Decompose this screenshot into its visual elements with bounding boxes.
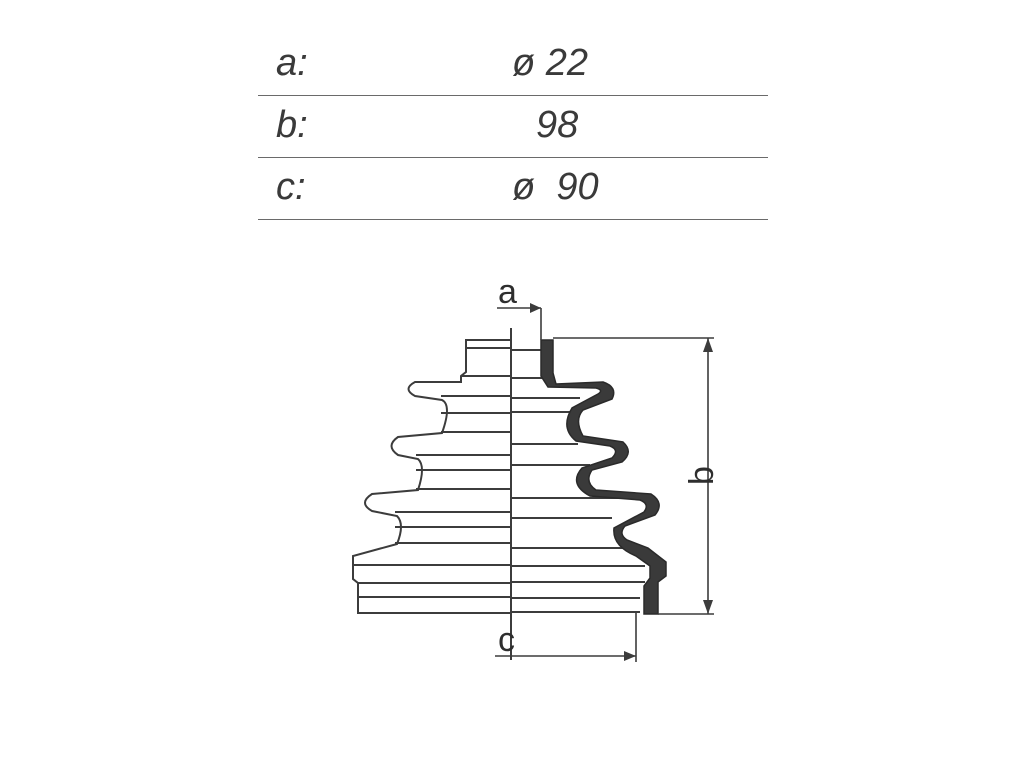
dimension-b [553,337,714,615]
dimension-c [495,612,637,662]
dimension-key: a: [276,42,308,84]
dimension-row-a: a: ø 22 [258,34,768,96]
boot-wall-section [540,339,667,615]
dimension-value: ø 90 [512,166,599,208]
dimension-row-c: c: ø 90 [258,158,768,220]
dimension-table: a: ø 22 b: 98 c: ø 90 [258,34,768,220]
dimension-row-b: b: 98 [258,96,768,158]
boot-exterior-outline [352,339,511,614]
dimension-a [497,303,542,340]
dimension-key: b: [276,104,308,146]
dimension-label-c: c [498,621,515,659]
dimension-label-a: a [498,273,517,311]
dimension-key: c: [276,166,306,208]
boot-section-half [511,339,667,615]
dimension-value: 98 [536,104,579,146]
dimension-value: ø 22 [512,42,589,84]
dimension-label-b: b [683,466,721,485]
